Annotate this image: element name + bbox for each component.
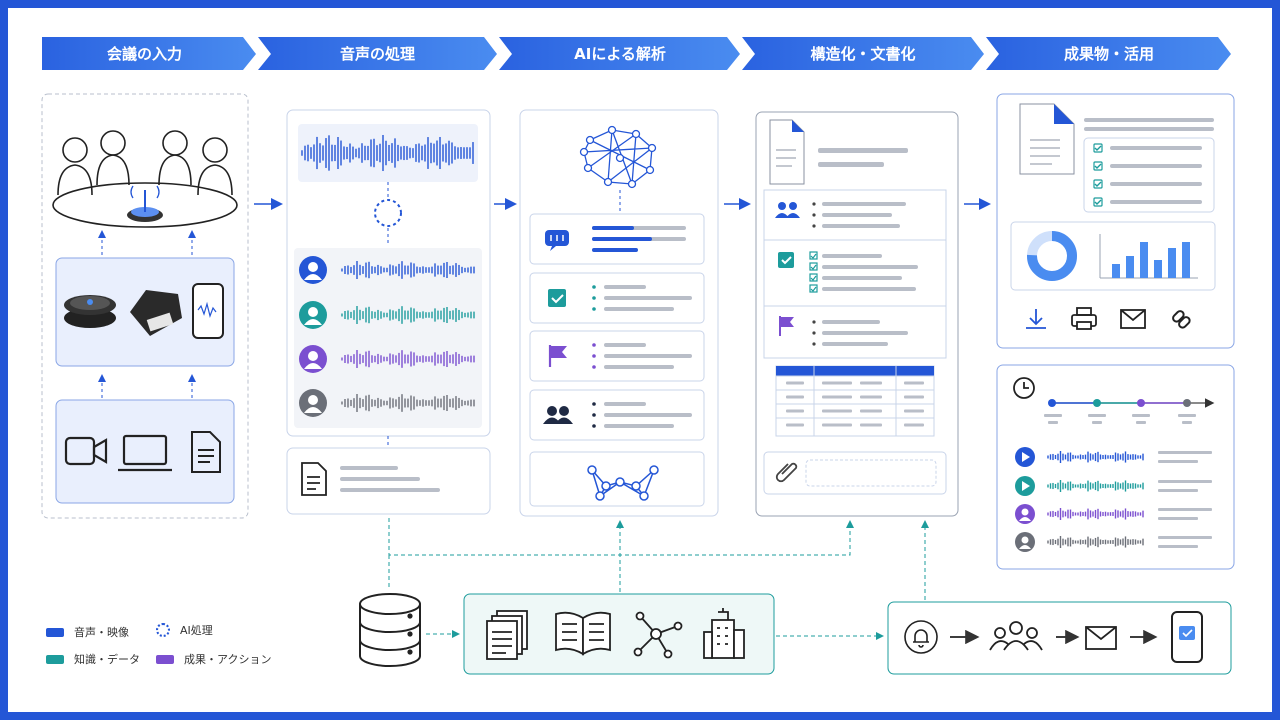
speaker-list (299, 256, 475, 417)
legend-label-knowledge-data: 知識・データ (74, 653, 140, 666)
stage-label-structure: 構造化・文書化 (810, 45, 916, 63)
people-icon (547, 406, 557, 416)
waveform (301, 134, 474, 172)
analysis-cards (529, 213, 705, 441)
legend-ai-processing: AI処理 (156, 622, 213, 638)
report-doc-icon (769, 119, 805, 185)
mail-icon-distribution (1085, 626, 1117, 650)
bell-icon (904, 620, 938, 654)
ai-processing-ring (374, 199, 402, 227)
stage-label-output: 成果物・活用 (1063, 45, 1154, 63)
playback-row[interactable] (1015, 504, 1212, 524)
legend-swatch-teal (46, 654, 64, 664)
waveform (1047, 507, 1144, 521)
waveform (341, 350, 475, 368)
conference-speaker-icon (64, 295, 116, 328)
bar-chart-icon (1099, 234, 1198, 279)
stage-chevron-3 (499, 37, 740, 70)
summary-doc-icon (1019, 103, 1075, 175)
waveform (341, 394, 475, 412)
speaker-row (299, 345, 475, 373)
analysis-card-people (529, 389, 705, 441)
todo-list (1093, 143, 1202, 207)
waveform-main (301, 134, 474, 172)
waveform (341, 306, 475, 324)
data-table (775, 365, 935, 437)
laptop-icon (118, 434, 172, 472)
download-icon[interactable] (1026, 309, 1046, 329)
waveform (1047, 479, 1144, 493)
clock-icon (1013, 377, 1035, 399)
waveform (1047, 450, 1144, 464)
playback-list (1015, 447, 1212, 552)
legend-label-audio-video: 音声・映像 (74, 626, 129, 639)
playback-row[interactable] (1015, 447, 1212, 467)
conference-phone-icon (130, 290, 182, 336)
analysis-card-check (529, 272, 705, 324)
phone-icon (1171, 611, 1203, 663)
sources-panel (55, 399, 235, 504)
legend-label-results-actions: 成果・アクション (184, 653, 272, 666)
stage-chevron-1 (42, 37, 256, 70)
stage-label-audio: 音声の処理 (339, 45, 415, 63)
checklist (809, 251, 918, 293)
stage-chevron-2 (258, 37, 497, 70)
legend-knowledge-data: 知識・データ (46, 651, 140, 667)
link-icon[interactable] (1172, 310, 1191, 329)
smartphone-icon (192, 283, 224, 339)
group-icon (989, 621, 1043, 651)
waveform (1047, 535, 1144, 549)
document-icon (191, 431, 221, 473)
input-panel (41, 93, 249, 519)
analysis-card-flag (529, 330, 705, 382)
mail-icon[interactable] (1120, 309, 1146, 329)
timeline (1044, 398, 1215, 424)
waveform (341, 261, 475, 279)
database-icon (359, 593, 421, 667)
meeting-people-icon (52, 130, 238, 228)
playback-row[interactable] (1015, 476, 1212, 496)
stage-label-input: 会議の入力 (106, 45, 182, 63)
analysis-card-chat (529, 213, 705, 265)
paperclip-icon (775, 462, 798, 483)
people-icon (775, 202, 800, 218)
speaker-row (299, 256, 475, 284)
documents-icon (486, 610, 528, 660)
legend-label-ai-processing: AI処理 (180, 624, 213, 637)
video-camera-icon (64, 436, 108, 466)
legend-results-actions: 成果・アクション (156, 651, 271, 667)
legend-audio-video: 音声・映像 (46, 624, 129, 640)
section-bullets-1 (812, 202, 816, 228)
flag-icon (779, 316, 794, 336)
brain-network-icon (579, 125, 657, 189)
stage-chevron-4 (742, 37, 984, 70)
legend-swatch-purple (156, 654, 174, 664)
playback-row[interactable] (1015, 532, 1212, 552)
stage-chevron-5 (986, 37, 1231, 70)
graph-icon (633, 611, 683, 659)
speaker-row (299, 389, 475, 417)
book-icon (555, 611, 611, 656)
print-icon[interactable] (1071, 307, 1097, 330)
distribution-panel (887, 601, 1232, 675)
conference-mic-icon (127, 185, 163, 222)
speaker-row (299, 301, 475, 329)
check-icon (778, 252, 794, 268)
knowledge-panel (463, 593, 775, 675)
building-icon (703, 608, 745, 659)
check-icon (548, 289, 566, 307)
ai-processing-legend-icon (156, 623, 170, 637)
transcript-doc-icon (301, 462, 327, 496)
stage-label-ai: AIによる解析 (574, 45, 666, 63)
network-icon (587, 465, 659, 501)
donut-chart-icon (1027, 231, 1077, 281)
legend-swatch-blue (46, 627, 64, 637)
